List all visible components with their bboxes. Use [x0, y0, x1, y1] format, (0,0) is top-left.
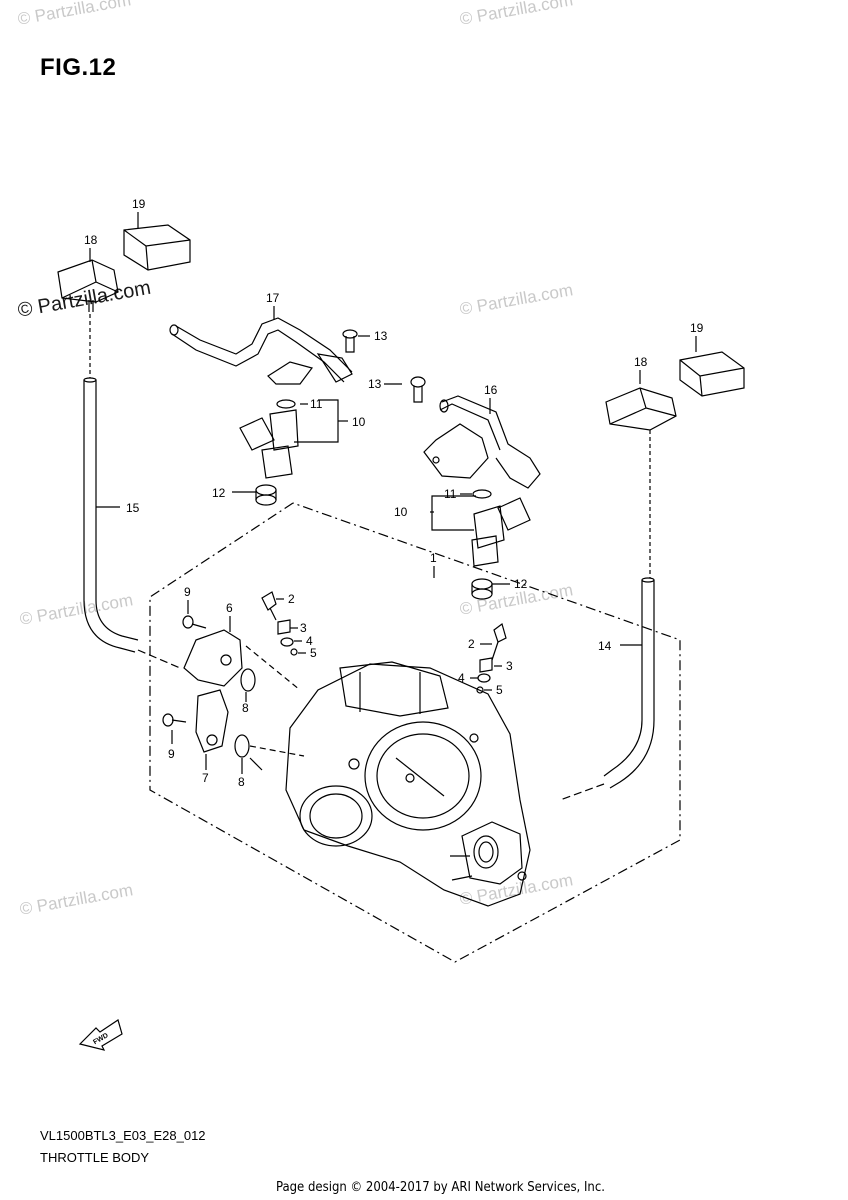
callout-19-right: 19	[690, 321, 704, 335]
callout-3-right: 3	[506, 659, 513, 673]
callout-10-left: 10	[352, 415, 366, 429]
fuel-delivery-pipe-left	[169, 317, 353, 385]
screw-13-right	[410, 376, 426, 403]
callout-2-right: 2	[468, 637, 475, 651]
callout-9-upper: 9	[184, 585, 191, 599]
callout-13-right: 13	[368, 377, 382, 391]
callout-11-right: 11	[444, 487, 457, 501]
callout-8-lower: 8	[238, 775, 245, 789]
callout-12-right: 12	[514, 577, 528, 591]
callout-3-left: 3	[300, 621, 307, 635]
callout-12-left: 12	[212, 486, 226, 500]
callout-4-right: 4	[458, 671, 465, 685]
screw-13-upper	[342, 329, 358, 353]
throttle-position-sensor	[183, 629, 301, 691]
model-code: VL1500BTL3_E03_E28_012	[40, 1128, 206, 1143]
o-ring-8-upper	[240, 668, 256, 692]
screw-9-lower	[162, 713, 187, 727]
callout-10-right: 10	[394, 505, 408, 519]
o-ring-8-lower	[234, 734, 250, 758]
o-ring-5-left	[290, 648, 298, 656]
screw-9-upper	[182, 615, 207, 629]
callout-5-left: 5	[310, 646, 317, 660]
map-sensor-right	[605, 387, 677, 431]
o-ring-5-right	[476, 686, 484, 694]
callout-17: 17	[266, 291, 280, 305]
intake-air-temp-sensor	[195, 689, 305, 757]
fuel-delivery-pipe-right	[423, 395, 541, 489]
page-credit: Page design © 2004-2017 by ARI Network S…	[276, 1180, 605, 1195]
callout-18-left: 18	[84, 233, 98, 247]
vacuum-hose-right	[559, 430, 655, 801]
screw-2-left	[261, 591, 277, 621]
section-name: THROTTLE BODY	[40, 1150, 150, 1165]
callout-11-left: 11	[310, 397, 323, 411]
washer-4-right	[477, 673, 491, 683]
vacuum-hose-left	[83, 314, 181, 669]
throttle-body	[285, 661, 531, 907]
callout-5-right: 5	[496, 683, 503, 697]
callout-14: 14	[598, 639, 612, 653]
callout-13-upper: 13	[374, 329, 388, 343]
callout-19-left: 19	[132, 197, 146, 211]
spring-3-right	[479, 657, 493, 673]
fuel-injector-left	[239, 409, 299, 479]
callout-2-left: 2	[288, 592, 295, 606]
seal-12-right	[471, 578, 493, 600]
callout-4-left: 4	[306, 634, 313, 648]
fuel-injector-right	[471, 497, 531, 567]
spring-3-left	[277, 619, 291, 635]
callout-16: 16	[484, 383, 498, 397]
seal-12-left	[255, 484, 277, 506]
connector-cover-left	[123, 224, 191, 271]
callout-9-lower: 9	[168, 747, 175, 761]
map-sensor-left	[57, 259, 119, 312]
assembly-frame	[149, 502, 681, 963]
callout-1: 1	[430, 551, 437, 565]
washer-4-left	[280, 637, 294, 647]
callout-6: 6	[226, 601, 233, 615]
connector-cover-right	[679, 351, 745, 397]
callout-15: 15	[126, 501, 140, 515]
callout-7: 7	[202, 771, 209, 785]
o-ring-11-right	[472, 489, 492, 499]
fwd-arrow-icon	[78, 1019, 123, 1051]
figure-title: FIG.12	[40, 54, 117, 81]
callout-18-right: 18	[634, 355, 648, 369]
screw-2-right	[491, 622, 507, 661]
callout-8-upper: 8	[242, 701, 249, 715]
o-ring-11-left	[276, 399, 296, 409]
